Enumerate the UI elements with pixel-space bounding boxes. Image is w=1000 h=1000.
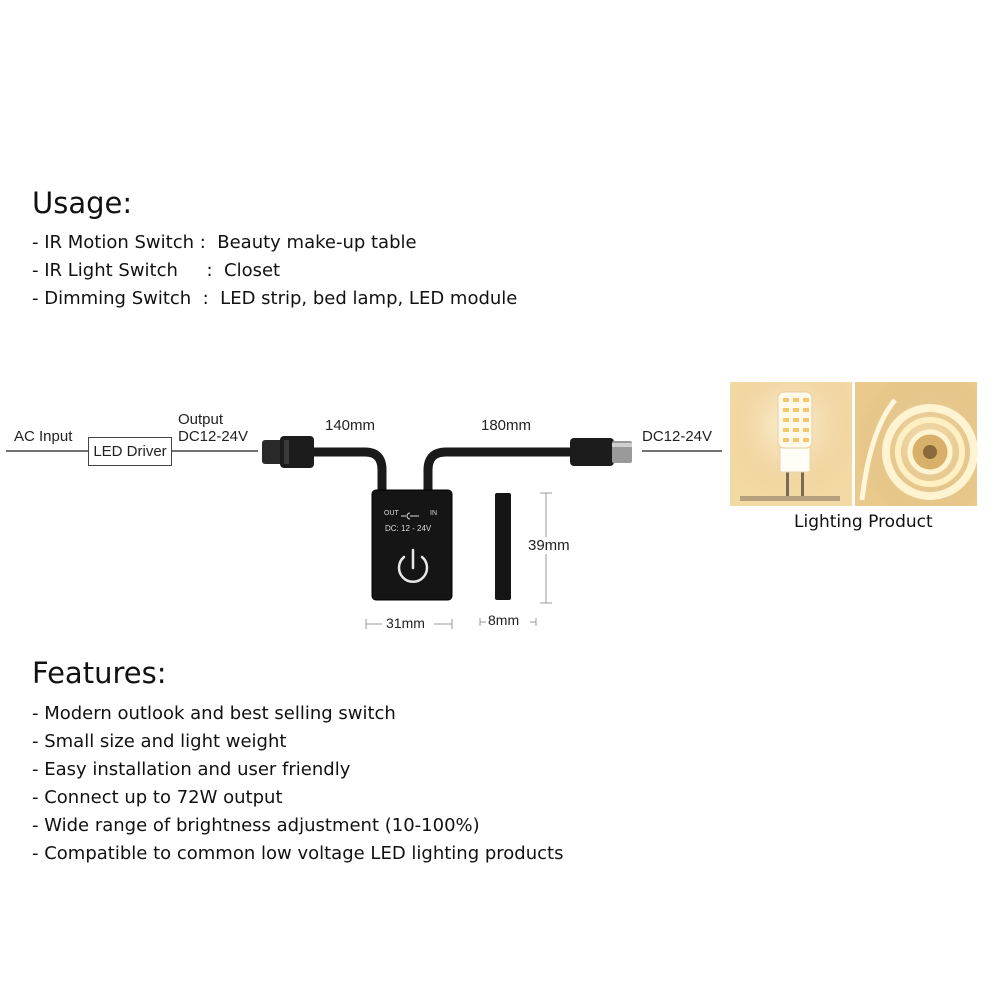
switch-out-label: OUT [384,510,399,517]
power-icon [397,548,429,583]
feature-item: - Connect up to 72W output [32,787,283,808]
cable-right-length: 180mm [481,417,532,434]
height-label: 39mm [527,537,571,554]
switch-in-label: IN [430,510,437,517]
cable-140mm [314,447,387,494]
feature-item: - Easy installation and user friendly [32,759,351,780]
width-dimension [365,619,453,629]
usage-item: - IR Motion Switch : Beauty make-up tabl… [32,232,417,253]
feature-item: - Wide range of brightness adjustment (1… [32,815,480,836]
lighting-product-caption: Lighting Product [794,512,933,532]
led-strip-reel-photo [855,382,978,506]
width-label: 31mm [386,615,425,631]
usage-item: - Dimming Switch : LED strip, bed lamp, … [32,288,518,309]
led-driver-box: LED Driver [88,437,172,466]
feature-item: - Modern outlook and best selling switch [32,703,396,724]
dc-polarity-icon [401,512,419,520]
cable-180mm [423,447,570,494]
led-bulb-photo [730,382,852,506]
depth-label: 8mm [488,612,520,628]
output-label: Output [178,411,224,428]
depth-dimension [479,618,537,626]
dc-voltage-label: DC12-24V [642,428,713,445]
output-voltage-label: DC12-24V [178,428,249,445]
usage-item: - IR Light Switch : Closet [32,260,281,281]
usage-heading: Usage: [32,186,133,220]
switch-body [371,489,453,601]
ac-input-label: AC Input [14,428,73,445]
feature-item: - Small size and light weight [32,731,287,752]
female-dc-connector [262,436,314,468]
led-driver-label: LED Driver [93,443,167,460]
cable-left-length: 140mm [325,417,376,434]
switch-side-profile [495,493,511,600]
features-heading: Features: [32,656,167,690]
feature-item: - Compatible to common low voltage LED l… [32,843,564,864]
switch-voltage-label: DC: 12 - 24V [385,524,432,533]
male-dc-connector [570,438,632,466]
